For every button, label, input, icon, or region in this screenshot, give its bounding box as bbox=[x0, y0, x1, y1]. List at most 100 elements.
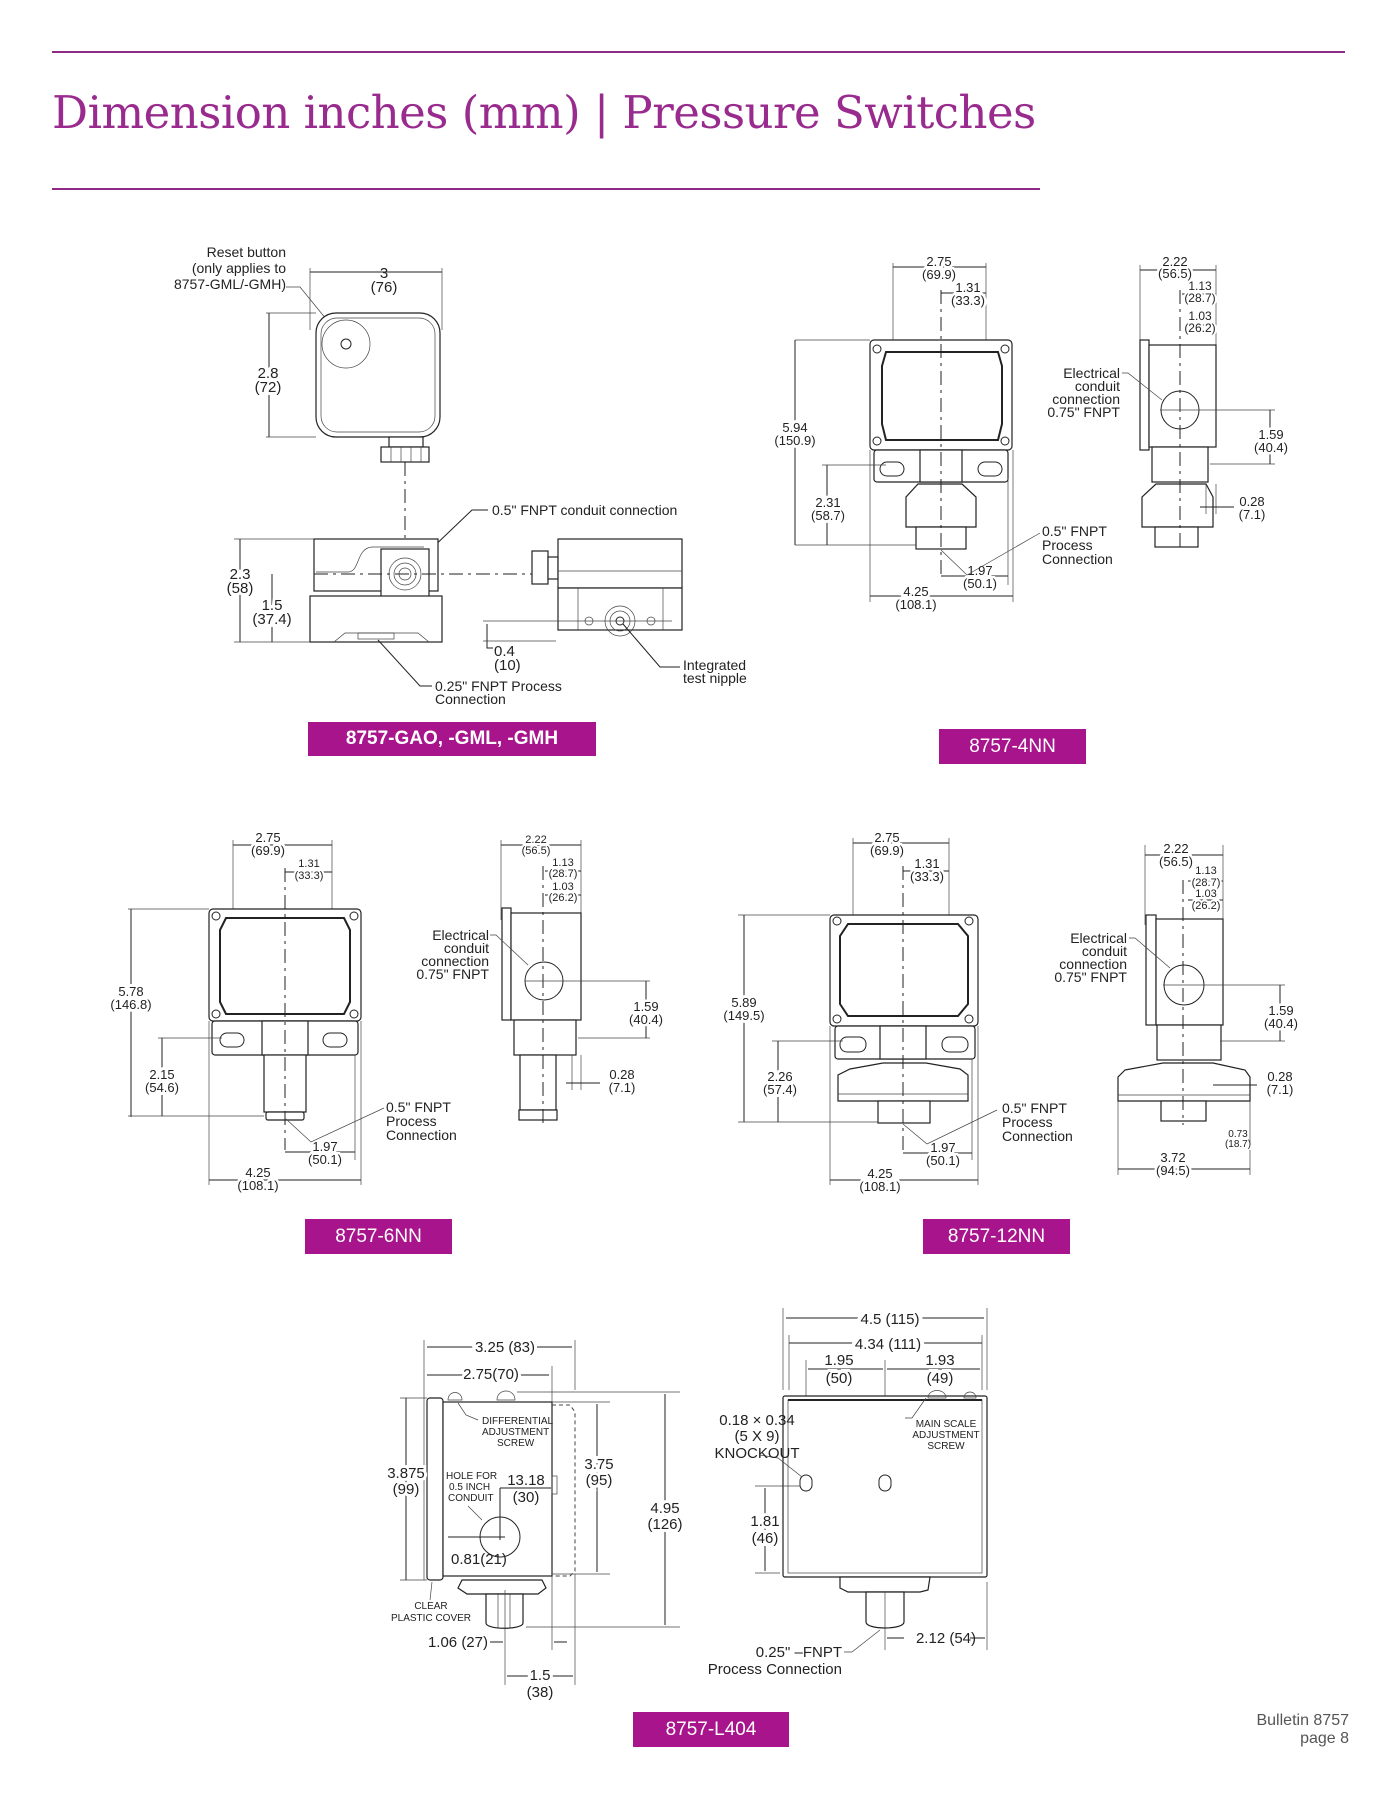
bulletin-number: Bulletin 8757 bbox=[1256, 1712, 1349, 1729]
nn4-mount-in: 2.31 bbox=[815, 495, 840, 510]
nn4-offset-in: 1.97 bbox=[967, 563, 992, 578]
nn6-process-note-line1: 0.5" FNPT bbox=[386, 1099, 451, 1115]
nn12-foot-mm: (18.7) bbox=[1225, 1139, 1251, 1150]
nn12-foot-in: 0.73 bbox=[1228, 1129, 1248, 1140]
nn12-mount-in: 2.26 bbox=[767, 1069, 792, 1084]
nn12-base-mm: (108.1) bbox=[859, 1179, 900, 1194]
page-title: Dimension inches (mm) | Pressure Switche… bbox=[52, 86, 1036, 139]
nn4-conduit-note-line3: connection bbox=[1052, 391, 1120, 407]
gao-height-mm: (72) bbox=[255, 379, 282, 396]
gao-width-in: 3 bbox=[380, 265, 388, 282]
l404-total-h-mm: (126) bbox=[647, 1516, 682, 1533]
nn12-side-a-in: 1.13 bbox=[1195, 865, 1216, 877]
nn12-conduit-h-mm: (40.4) bbox=[1264, 1016, 1298, 1031]
drawing-8757-l404: 3.25 (83) 2.75(70) 3.75 (95) 3.875 (99) … bbox=[384, 1307, 988, 1701]
gao-nipple-note-line1: Integrated bbox=[683, 657, 746, 673]
nn12-lip-in: 0.28 bbox=[1267, 1069, 1292, 1084]
l404-hole-note-line1: HOLE FOR bbox=[446, 1471, 497, 1482]
nn6-width-mm: (69.9) bbox=[251, 843, 285, 858]
nn4-side-a-mm: (28.7) bbox=[1184, 291, 1215, 305]
nn12-side-width-mm: (56.5) bbox=[1159, 854, 1193, 869]
nn12-conduit-h-in: 1.59 bbox=[1268, 1003, 1293, 1018]
nn12-side-width-in: 2.22 bbox=[1163, 841, 1188, 856]
gao-width-mm: (76) bbox=[371, 279, 398, 296]
gao-nipple-offset-mm: (10) bbox=[494, 657, 521, 674]
nn4-base-in: 4.25 bbox=[903, 584, 928, 599]
l404-main-note-line2: ADJUSTMENT bbox=[912, 1430, 979, 1441]
l404-height-in: 3.875 bbox=[387, 1465, 425, 1482]
nn4-side-b-in: 1.03 bbox=[1188, 309, 1212, 323]
l404-hole-note-line2: 0.5 INCH bbox=[449, 1482, 490, 1493]
nn6-offset-in: 1.97 bbox=[312, 1139, 337, 1154]
nn6-process-note-line3: Connection bbox=[386, 1127, 457, 1143]
l404-inner-h-in: 3.75 bbox=[584, 1456, 613, 1473]
nn12-offset-in: 1.97 bbox=[930, 1140, 955, 1155]
l404-process-note-line1: 0.25" –FNPT bbox=[756, 1644, 842, 1661]
nn4-side-a-in: 1.13 bbox=[1188, 279, 1212, 293]
l404-hole-note-line3: CONDUIT bbox=[448, 1493, 494, 1504]
nn6-base-mm: (108.1) bbox=[237, 1178, 278, 1193]
l404-main-note-line3: SCREW bbox=[927, 1441, 965, 1452]
nn12-offset-mm: (50.1) bbox=[926, 1153, 960, 1168]
model-label-4nn: 8757-4NN bbox=[939, 729, 1086, 764]
gao-nipple-note-line2: test nipple bbox=[683, 670, 747, 686]
l404-ko-right-in: 1.93 bbox=[925, 1352, 954, 1369]
l404-inner-h-mm: (95) bbox=[586, 1472, 613, 1489]
l404-cover-note-line2: PLASTIC COVER bbox=[391, 1613, 471, 1624]
l404-fitting-w-in: 1.5 bbox=[530, 1667, 551, 1684]
nn6-side-b-mm: (26.2) bbox=[549, 892, 578, 904]
l404-front-width-2: 4.34 (111) bbox=[855, 1336, 921, 1353]
model-label-12nn: 8757-12NN bbox=[923, 1219, 1070, 1254]
gao-height-in: 2.8 bbox=[258, 365, 279, 382]
drawing-8757-gao: Reset button (only applies to 8757-GML/-… bbox=[174, 244, 747, 707]
nn6-conduit-note-line1: Electrical bbox=[432, 927, 489, 943]
l404-cover-note-line1: CLEAR bbox=[414, 1601, 447, 1612]
page-footer: Bulletin 8757 page 8 bbox=[1256, 1712, 1349, 1748]
nn12-base-in: 4.25 bbox=[867, 1166, 892, 1181]
l404-hole-offset-mm: (30) bbox=[513, 1489, 540, 1506]
nn6-height-in: 5.78 bbox=[118, 984, 143, 999]
gao-nipple-offset-in: 0.4 bbox=[494, 643, 515, 660]
l404-ko-left-mm: (50) bbox=[826, 1370, 853, 1387]
nn12-conduit-note-line3: connection bbox=[1059, 956, 1127, 972]
page-number: page 8 bbox=[1300, 1730, 1349, 1747]
nn12-process-note-line1: 0.5" FNPT bbox=[1002, 1100, 1067, 1116]
gao-process-note-line2: Connection bbox=[435, 691, 506, 707]
gao-center-height-in: 1.5 bbox=[262, 597, 283, 614]
nn4-side-b-mm: (26.2) bbox=[1184, 321, 1215, 335]
nn4-width-mm: (69.9) bbox=[922, 267, 956, 282]
l404-hole-bottom: 0.81(21) bbox=[451, 1551, 507, 1568]
l404-fitting-right: 2.12 (54) bbox=[916, 1630, 976, 1647]
nn12-conduit-note-line1: Electrical bbox=[1070, 930, 1127, 946]
nn12-side-b-in: 1.03 bbox=[1195, 888, 1216, 900]
nn4-lip-in: 0.28 bbox=[1239, 494, 1264, 509]
nn6-half-in: 1.31 bbox=[298, 858, 319, 870]
nn4-side-width-in: 2.22 bbox=[1162, 254, 1187, 269]
reset-note-line3: 8757-GML/-GMH) bbox=[174, 276, 286, 292]
l404-diff-note-line2: ADJUSTMENT bbox=[482, 1427, 549, 1438]
l404-ko-left-in: 1.95 bbox=[824, 1352, 853, 1369]
nn4-process-note-line1: 0.5" FNPT bbox=[1042, 523, 1107, 539]
nn12-diaphragm-in: 3.72 bbox=[1160, 1150, 1185, 1165]
l404-ko-h-mm: (46) bbox=[752, 1530, 779, 1547]
nn12-diaphragm-mm: (94.5) bbox=[1156, 1163, 1190, 1178]
l404-height-mm: (99) bbox=[393, 1481, 420, 1498]
gao-conduit-note: 0.5" FNPT conduit connection bbox=[492, 502, 677, 518]
l404-process-note-line2: Process Connection bbox=[708, 1661, 842, 1678]
nn4-conduit-note-line4: 0.75" FNPT bbox=[1047, 404, 1120, 420]
l404-fitting-offset: 1.06 (27) bbox=[428, 1634, 488, 1651]
nn4-lip-mm: (7.1) bbox=[1239, 507, 1266, 522]
nn4-conduit-note-line2: conduit bbox=[1075, 378, 1120, 394]
l404-overall-width: 3.25 (83) bbox=[475, 1339, 535, 1356]
nn6-mount-mm: (54.6) bbox=[145, 1080, 179, 1095]
nn6-side-width-mm: (56.5) bbox=[522, 845, 551, 857]
top-rule bbox=[52, 51, 1345, 53]
nn6-lip-mm: (7.1) bbox=[609, 1080, 636, 1095]
l404-front-width-1: 4.5 (115) bbox=[861, 1311, 920, 1328]
nn6-width-in: 2.75 bbox=[255, 830, 280, 845]
nn12-conduit-note-line2: conduit bbox=[1082, 943, 1127, 959]
drawing-8757-6nn: 2.75 (69.9) 1.31 (33.3) 5.78 (146.8) 2.1… bbox=[107, 828, 665, 1196]
nn4-half-in: 1.31 bbox=[955, 280, 980, 295]
nn4-offset-mm: (50.1) bbox=[963, 576, 997, 591]
